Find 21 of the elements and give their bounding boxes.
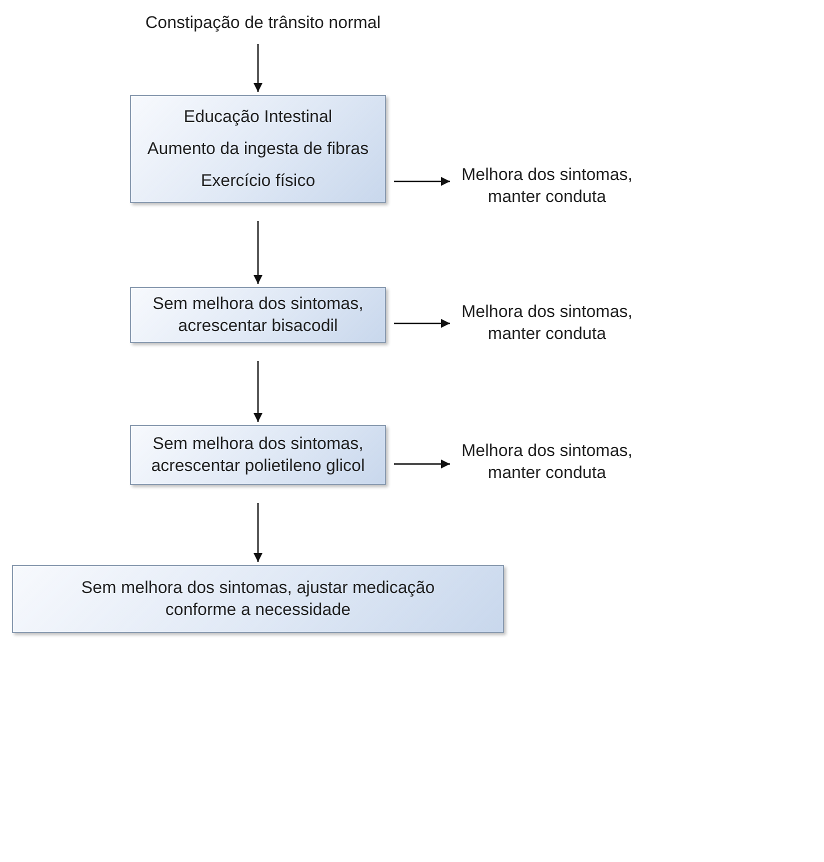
arrow (394, 176, 450, 186)
arrow (254, 503, 262, 562)
arrow (394, 460, 450, 468)
arrow (254, 361, 262, 422)
flow-text: Melhora dos sintomas, manter conduta (460, 440, 634, 484)
arrow (254, 221, 262, 284)
arrow (254, 44, 262, 92)
process-box (130, 95, 386, 203)
arrow (394, 318, 450, 328)
flow-text: Constipação de trânsito normal (145, 12, 381, 34)
box-text: Sem melhora dos sintomas, acrescentar bisacodil (152, 292, 364, 337)
box-text: Sem melhora dos sintomas, acrescentar polietileno glicol (150, 432, 366, 477)
process-box (130, 287, 386, 343)
box-text: Educação Intestinal (184, 106, 332, 128)
flow-text: Melhora dos sintomas, manter conduta (460, 164, 634, 208)
box-text: Exercício físico (200, 170, 316, 192)
box-text: Aumento da ingesta de fibras (147, 138, 369, 160)
flow-text: Melhora dos sintomas, manter conduta (460, 300, 634, 345)
process-box (130, 425, 386, 485)
process-box (12, 565, 504, 633)
box-text: Sem melhora dos sintomas, ajustar medicação conforme a necessidade (80, 576, 436, 621)
